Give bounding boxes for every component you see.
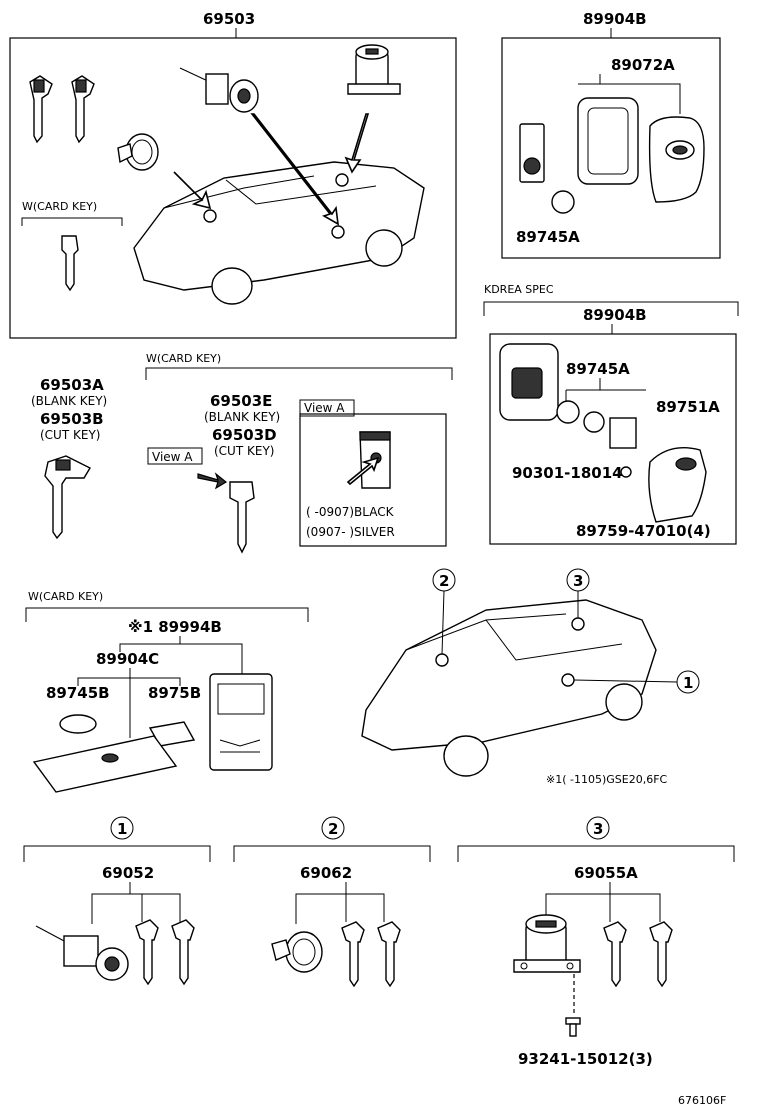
lock-cylinder-icon [117, 133, 159, 171]
callout-arrow-icon [250, 113, 339, 226]
part-number-89904C: 89904C [96, 650, 159, 668]
part-number-89904B-korea: 89904B [583, 306, 647, 324]
black-range-label: ( -0907)BLACK [306, 505, 395, 519]
car-icon [133, 161, 425, 305]
part-number-89751A: 89751A [656, 398, 720, 416]
diagram-code: 676106F [678, 1094, 726, 1107]
group-korea-spec: KDREA SPEC 89904B 89745A 89751A 90301-18… [483, 283, 739, 545]
o-ring-icon [556, 400, 580, 424]
w-card-key-label: W(CARD KEY) [28, 590, 103, 603]
key-fob-case-icon [577, 97, 639, 185]
part-number-89745A: 89745A [516, 228, 580, 246]
korea-spec-label: KDREA SPEC [484, 283, 554, 296]
part-number-89745B: 89745B [46, 684, 110, 702]
view-a-title: View A [304, 401, 345, 415]
key-icon [44, 455, 91, 540]
part-number-69503B: 69503B [40, 410, 104, 428]
location-marker-2: 2 [439, 572, 449, 590]
part-number-69503D: 69503D [212, 426, 277, 444]
part-number-69055A: 69055A [574, 864, 638, 882]
part-number-89745A-korea: 89745A [566, 360, 630, 378]
part-number-90301-18014: 90301-18014 [512, 464, 623, 482]
group-69052: 1 69052 [23, 816, 211, 986]
arrow-icon [197, 472, 228, 490]
battery-icon [59, 714, 97, 734]
part-number-8975B: 8975B [148, 684, 201, 702]
key-icon [29, 75, 53, 144]
key-icon [171, 919, 195, 986]
key-detail-icon [346, 431, 391, 489]
callout-arrow-icon [344, 113, 370, 174]
part-number-89904B: 89904B [583, 10, 647, 28]
w-card-key-label: W(CARD KEY) [146, 352, 221, 365]
group-card-key-mid: W(CARD KEY) 69503E (BLANK KEY) 69503D (C… [145, 352, 453, 554]
part-number-69503E: 69503E [210, 392, 272, 410]
card-key-icon [61, 235, 79, 292]
w-card-key-label: W(CARD KEY) [22, 200, 97, 213]
lock-cylinder-icon [271, 931, 323, 973]
key-fob-cover-icon [648, 116, 705, 203]
plate-icon [609, 417, 637, 449]
key-fob-cover-icon [648, 447, 707, 523]
location-marker-1: 1 [683, 674, 693, 692]
ignition-cylinder-icon [347, 44, 401, 95]
group-69055A: 3 69055A 93241-15012(3) [457, 816, 735, 1068]
battery-icon [551, 190, 575, 214]
blank-key-label: (BLANK KEY) [204, 410, 280, 424]
key-icon [71, 75, 95, 144]
blank-key-label: (BLANK KEY) [31, 394, 107, 408]
group-marker-3: 3 [593, 820, 603, 838]
location-marker-3: 3 [573, 572, 583, 590]
silver-range-label: (0907- )SILVER [306, 525, 395, 539]
part-number-69503: 69503 [203, 10, 255, 28]
cut-key-label: (CUT KEY) [214, 444, 274, 458]
key-icon [649, 921, 673, 988]
manual-card-icon [209, 673, 273, 771]
callout-arrow-icon [173, 171, 212, 210]
group-marker-2: 2 [328, 820, 338, 838]
car-icon [361, 599, 657, 777]
group-marker-1: 1 [117, 820, 127, 838]
group-69062: 2 69062 [233, 816, 431, 988]
part-number-69052: 69052 [102, 864, 154, 882]
key-icon [377, 921, 401, 988]
view-a-label: View A [152, 450, 193, 464]
part-number-93241-15012: 93241-15012(3) [518, 1050, 653, 1068]
ignition-cylinder-icon [513, 914, 581, 973]
screw-icon [565, 1017, 581, 1037]
part-number-89759-47010: 89759-47010(4) [576, 522, 711, 540]
group-69503: 69503 [9, 10, 457, 339]
key-icon [135, 919, 159, 986]
key-icon [341, 921, 365, 988]
key-blade-insert-icon [519, 123, 545, 183]
note-gse20: ※1( -1105)GSE20,6FC [546, 773, 668, 786]
battery-icon [583, 411, 605, 433]
part-number-69503A: 69503A [40, 376, 104, 394]
part-number-69062: 69062 [300, 864, 352, 882]
door-lock-assembly-icon [179, 67, 259, 113]
door-lock-assembly-icon [35, 925, 129, 981]
key-fob-case-icon [499, 343, 559, 421]
group-69503A-69503B: 69503A (BLANK KEY) 69503B (CUT KEY) [31, 376, 107, 540]
card-key-icon [32, 735, 178, 793]
screw-icon [620, 466, 632, 478]
group-car-locations: 2 3 1 ※1( -1105)GSE20,6FC [361, 568, 700, 786]
group-card-key-lower: W(CARD KEY) ※1 89994B 89904C 89745B 8975… [25, 590, 309, 793]
part-number-89994B: ※1 89994B [128, 618, 222, 636]
part-number-89072A: 89072A [611, 56, 675, 74]
group-89904B-top: 89904B 89072A 89745A [501, 10, 721, 259]
cut-key-label: (CUT KEY) [40, 428, 100, 442]
card-key-icon [229, 481, 255, 554]
key-icon [603, 921, 627, 988]
